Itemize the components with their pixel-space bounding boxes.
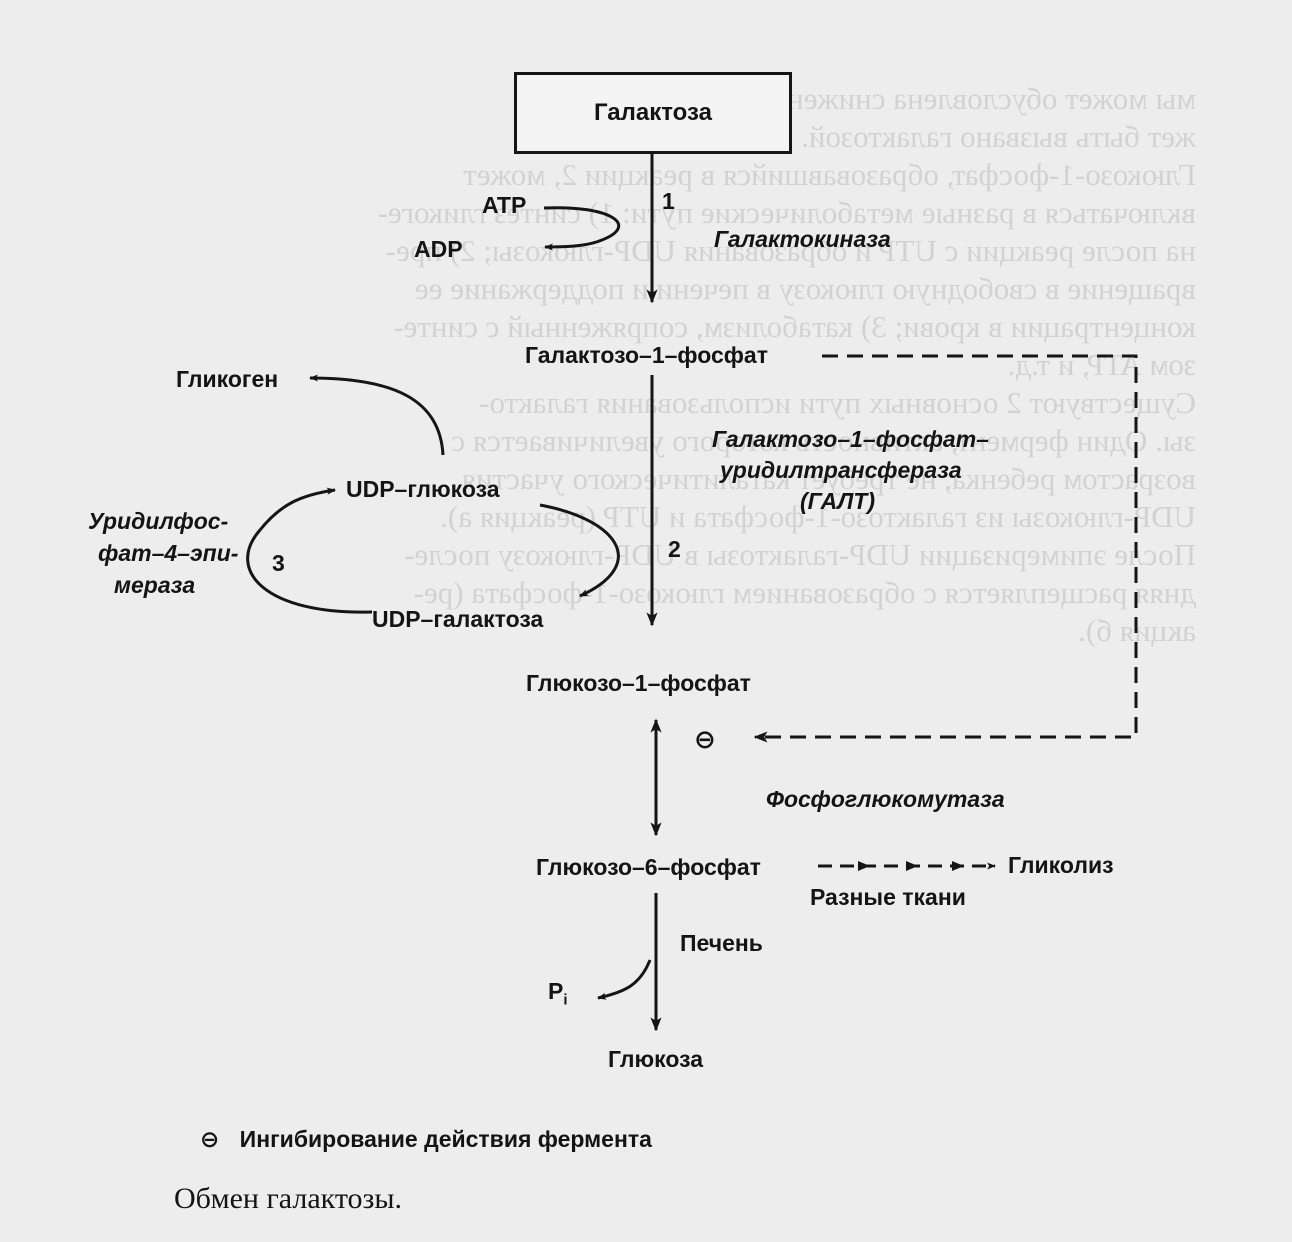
arrow-epimerase-cycle (246, 487, 373, 614)
liver-label: Печень (680, 930, 763, 956)
galt-label-line1: Галактозо–1–фосфат– (712, 426, 989, 452)
adp-label: ADP (414, 236, 463, 262)
dashed-inhibition-path (753, 354, 1138, 743)
epimerase-label-line2: фат–4–эпи- (98, 540, 239, 566)
figure-caption: Обмен галактозы. (174, 1182, 403, 1215)
galactose-box: Галактоза (514, 72, 792, 154)
galt-label-line2: уридилтрансфераза (720, 457, 962, 483)
legend-text: Ингибирование действия фермента (239, 1126, 652, 1152)
glc6p-label: Глюкозо–6–фосфат (536, 854, 761, 880)
pi-label: Pi (548, 978, 568, 1009)
legend: ⊖ Ингибирование действия фермента (200, 1126, 652, 1153)
pi-base: P (548, 978, 564, 1004)
inhibition-symbol: ⊖ (694, 724, 716, 754)
dash-arrowhead-3 (952, 861, 964, 871)
udp-galactose-label: UDP–галактоза (372, 606, 544, 632)
arrow-pi-release (597, 959, 652, 1000)
udp-glucose-label: UDP–глюкоза (346, 476, 500, 502)
dash-arrowhead-1 (858, 861, 870, 871)
arrow-atp-to-adp (543, 206, 621, 251)
gal1p-label: Галактозо–1–фосфат (525, 342, 768, 368)
reaction-number-1: 1 (662, 188, 675, 214)
galactokinase-label: Галактокиназа (714, 226, 891, 252)
atp-label: ATP (482, 192, 527, 218)
glc1p-label: Глюкозо–1–фосфат (526, 670, 751, 696)
reaction-number-2: 2 (668, 536, 681, 562)
reaction-number-3: 3 (272, 550, 285, 576)
epimerase-label-line3: мераза (114, 572, 196, 598)
galt-label-line3: (ГАЛТ) (800, 488, 876, 514)
glucose-label: Глюкоза (608, 1046, 704, 1072)
legend-symbol: ⊖ (200, 1126, 220, 1152)
glycogen-label: Гликоген (176, 366, 279, 392)
arrow-udp-glucose-to-glycogen (309, 374, 445, 456)
epimerase-label-line1: Уридилфос- (88, 508, 229, 534)
pi-subscript: i (563, 991, 568, 1009)
various-tissues-label: Разные ткани (810, 884, 966, 910)
glycolysis-label: Гликолиз (1008, 852, 1114, 878)
phosphoglucomutase-label: Фосфоглюкомутаза (766, 786, 1005, 812)
arrow-udp-glucose-to-udp-galactose (539, 503, 620, 598)
dash-arrowhead-2 (906, 861, 918, 871)
